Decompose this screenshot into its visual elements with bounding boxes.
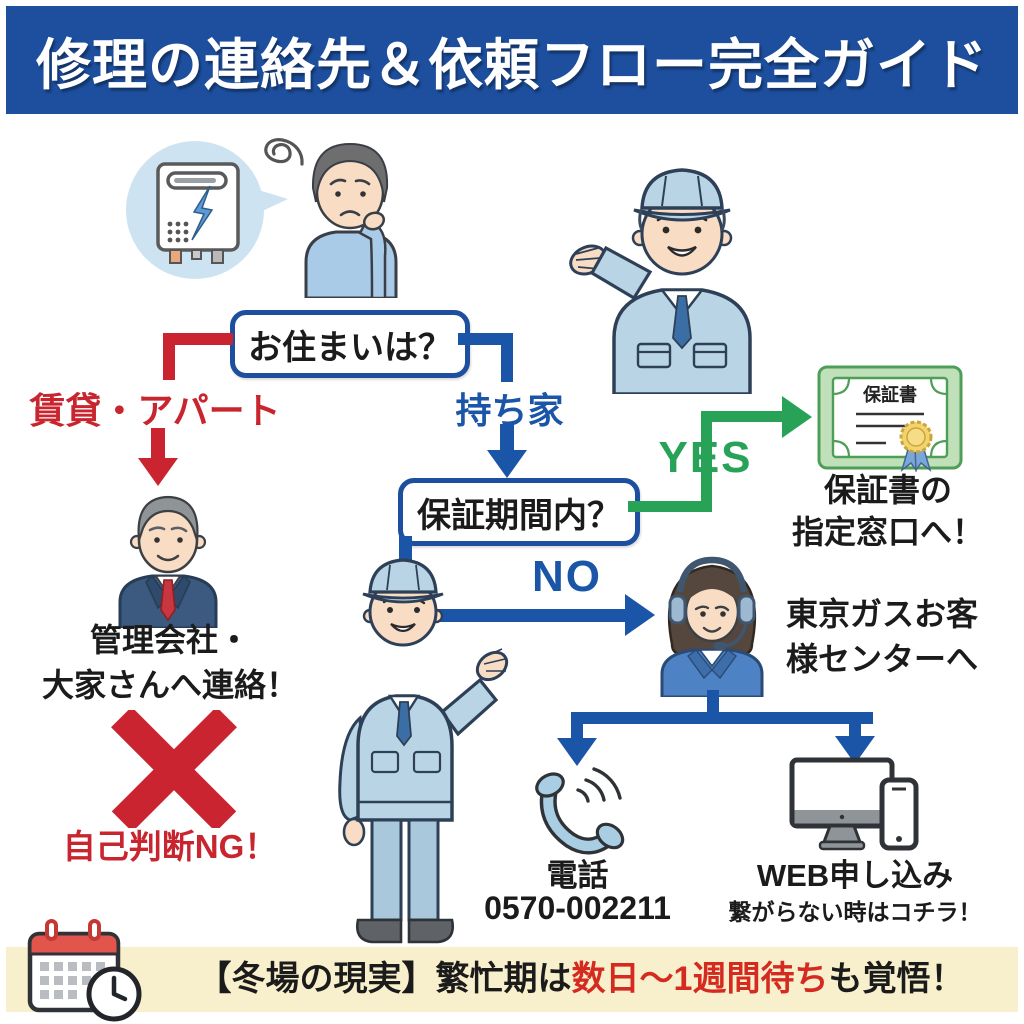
self-judgment-warning: 自己判断NG！ xyxy=(62,828,278,865)
call-center-operator-illustration xyxy=(660,556,764,697)
connector-rental-horizontal xyxy=(163,333,233,345)
rental-action-line1: 管理会社・ xyxy=(89,622,250,658)
rental-action-text: 管理会社・ 大家さんへ連絡！ xyxy=(30,618,310,709)
speech-bubble-tail xyxy=(252,188,288,216)
question-residence-label: お住まいは？ xyxy=(248,328,452,367)
calendar-clock-icon xyxy=(27,919,142,1022)
connector-yes-horizontal1 xyxy=(628,501,712,512)
worried-person-illustration xyxy=(304,142,398,298)
phone-label: 電話 xyxy=(546,858,609,893)
footer-highlight: 数日〜1週間待ち xyxy=(571,960,829,998)
question-box-residence: お住まいは？ xyxy=(230,310,470,378)
center-action-line2: 様センターへ xyxy=(786,641,979,678)
connector-rental-vertical xyxy=(163,333,175,380)
arrow-owned-shaft xyxy=(500,424,514,452)
center-action-text: 東京ガスお客 様センターへ xyxy=(786,592,1021,683)
arrow-rental-shaft xyxy=(151,428,165,460)
yes-label: YES xyxy=(658,433,753,482)
warranty-action-text: 保証書の 指定窓口へ！ xyxy=(768,470,1008,553)
confusion-scribble-icon xyxy=(264,138,304,166)
center-action-line1: 東京ガスお客 xyxy=(786,596,979,632)
footer-prefix: 【冬場の現実】繁忙期は xyxy=(197,960,572,998)
arrow-web-shaft xyxy=(849,724,861,738)
landlord-illustration xyxy=(118,495,218,628)
arrow-rental-head xyxy=(138,458,178,486)
web-devices-icon xyxy=(789,757,919,851)
title-banner: 修理の連絡先＆依頼フロー完全ガイド xyxy=(6,6,1018,114)
arrow-no-head xyxy=(625,594,655,636)
no-label: NO xyxy=(532,552,602,601)
technician-illustration-center xyxy=(338,558,509,944)
connector-split-stem xyxy=(707,690,719,716)
arrow-yes-head xyxy=(782,396,812,438)
connector-yes-horizontal2 xyxy=(701,411,786,422)
web-note: 繋がらない時はコチラ！ xyxy=(728,899,982,925)
arrow-owned-head xyxy=(487,450,527,478)
footer-suffix: も覚悟！ xyxy=(828,960,965,998)
footer-text: 【冬場の現実】繁忙期は数日〜1週間待ちも覚悟！ xyxy=(156,947,1006,1012)
warranty-action-line2: 指定窓口へ！ xyxy=(791,513,984,550)
web-label: WEB申し込み xyxy=(756,858,954,893)
arrow-phone-shaft xyxy=(571,724,583,740)
page-title: 修理の連絡先＆依頼フロー完全ガイド xyxy=(35,34,988,96)
phone-icon xyxy=(535,767,625,855)
phone-number: 0570-002211 xyxy=(484,890,671,926)
question-warranty-label: 保証期間内？ xyxy=(417,496,621,535)
connector-owned-horizontal xyxy=(458,333,513,345)
connector-yes-vertical xyxy=(701,414,712,512)
rental-action-line2: 大家さんへ連絡！ xyxy=(41,667,298,704)
question-box-warranty: 保証期間内？ xyxy=(398,478,640,546)
technician-illustration-top xyxy=(569,168,752,394)
warranty-certificate-icon: 保証書 xyxy=(817,365,963,473)
connector-split-horizontal xyxy=(571,712,873,724)
warranty-action-line1: 保証書の xyxy=(823,472,952,508)
connector-owned-vertical xyxy=(501,333,513,382)
certificate-title: 保証書 xyxy=(862,384,917,405)
footer-banner: 【冬場の現実】繁忙期は数日〜1週間待ちも覚悟！ xyxy=(6,947,1018,1012)
arrow-phone-head xyxy=(557,738,597,766)
connector-no-horizontal xyxy=(399,609,627,622)
branch-label-rental: 賃貸・アパート xyxy=(29,390,281,431)
broken-water-heater-icon xyxy=(156,162,240,264)
no-good-x-icon xyxy=(111,710,237,828)
